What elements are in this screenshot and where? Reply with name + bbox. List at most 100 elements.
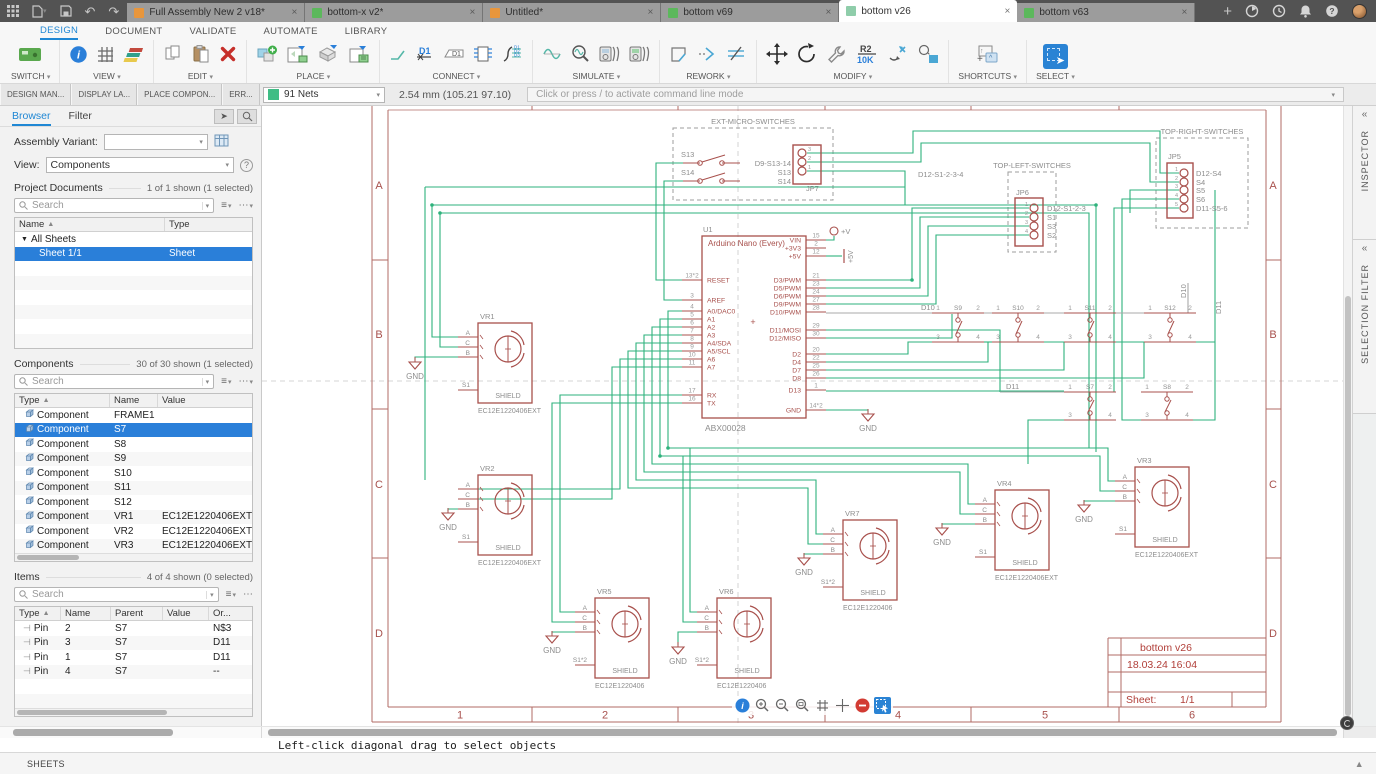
tab-design-manager[interactable]: DESIGN MAN... xyxy=(0,84,72,105)
project-documents-search[interactable]: Search▾ xyxy=(14,198,215,213)
tab-place-components[interactable]: PLACE COMPON... xyxy=(137,84,223,105)
place-menu-label[interactable]: PLACE ▾ xyxy=(296,71,331,81)
nav-coin-icon[interactable] xyxy=(1340,716,1354,730)
net-wire[interactable] xyxy=(663,180,683,301)
net-icon[interactable] xyxy=(389,45,407,68)
menu-validate[interactable]: VALIDATE xyxy=(189,25,237,37)
net-junction[interactable] xyxy=(430,203,434,207)
components-search[interactable]: Search▾ xyxy=(14,374,215,389)
select-tool-button[interactable]: ➤ xyxy=(1042,44,1068,69)
net-wire[interactable] xyxy=(627,350,823,545)
document-tab[interactable]: bottom v26× xyxy=(839,0,1018,22)
help-icon[interactable]: ? xyxy=(1325,4,1339,18)
paste-icon[interactable] xyxy=(191,44,211,69)
view-menu-label[interactable]: VIEW ▾ xyxy=(93,71,121,81)
net-label[interactable]: D11 xyxy=(1006,382,1019,391)
group-box[interactable]: TOP-RIGHT-SWITCHES xyxy=(1155,127,1249,229)
close-tab-icon[interactable]: × xyxy=(647,7,654,18)
sine-icon[interactable] xyxy=(542,45,562,68)
document-tab[interactable]: Untitled*× xyxy=(483,3,662,22)
notifications-icon[interactable] xyxy=(1299,4,1312,18)
net-wire[interactable] xyxy=(941,523,975,526)
net-wire[interactable] xyxy=(826,207,1029,281)
menu-document[interactable]: DOCUMENT xyxy=(105,25,163,37)
switch-menu-label[interactable]: SWITCH ▾ xyxy=(11,71,51,81)
net-wire[interactable] xyxy=(1083,500,1115,503)
net-label-icon[interactable]: D1 xyxy=(415,45,435,68)
command-line-input[interactable]: Click or press / to activate command lin… xyxy=(527,87,1344,102)
job-status-icon[interactable] xyxy=(1245,4,1259,18)
info-icon[interactable]: i xyxy=(734,697,751,714)
net-wire[interactable] xyxy=(1113,207,1179,392)
column-header-value[interactable]: Value xyxy=(163,607,209,620)
place-device-icon[interactable] xyxy=(317,44,339,69)
tab-browser[interactable]: Browser xyxy=(12,106,51,126)
gnd-symbol[interactable]: GND xyxy=(933,523,951,547)
probe-icon[interactable] xyxy=(570,44,590,69)
net-wire[interactable] xyxy=(1193,190,1216,421)
select-menu-label[interactable]: SELECT ▾ xyxy=(1036,71,1075,81)
delete-icon[interactable] xyxy=(219,45,237,68)
net-wire[interactable] xyxy=(807,142,1179,183)
add-tab-icon[interactable]: + xyxy=(1223,2,1232,20)
edit-menu-label[interactable]: EDIT ▾ xyxy=(187,71,213,81)
gnd-symbol[interactable]: GND xyxy=(1075,500,1093,524)
tab-errors[interactable]: ERR... xyxy=(222,84,260,105)
net-wire[interactable] xyxy=(826,342,1065,371)
net-wire[interactable] xyxy=(682,456,697,623)
close-tab-icon[interactable]: × xyxy=(291,7,298,18)
net-wire[interactable] xyxy=(551,402,682,623)
app-grid-icon[interactable] xyxy=(7,5,19,17)
net-wire[interactable] xyxy=(826,409,869,412)
net-label[interactable]: D10 xyxy=(1179,284,1188,298)
sheet-row[interactable]: ▼All Sheets xyxy=(21,233,76,245)
more-options-icon[interactable]: ⋯▾ xyxy=(238,376,253,387)
gnd-symbol[interactable]: GND xyxy=(669,642,687,666)
view-select[interactable]: Components▾ xyxy=(45,157,234,173)
switch-board-icon[interactable] xyxy=(17,44,44,69)
rotate-icon[interactable] xyxy=(796,43,818,70)
polygon-icon[interactable] xyxy=(669,45,689,69)
net-wire[interactable] xyxy=(635,342,823,535)
label-tag-icon[interactable]: D1 xyxy=(443,46,465,67)
net-wire[interactable] xyxy=(826,329,1001,392)
close-tab-icon[interactable]: × xyxy=(825,7,832,18)
rework-menu-label[interactable]: REWORK ▾ xyxy=(686,71,731,81)
modify-menu-label[interactable]: MODIFY ▾ xyxy=(833,71,873,81)
remove-icon[interactable] xyxy=(854,697,871,714)
net-wire[interactable] xyxy=(1121,198,1179,421)
net-wire[interactable] xyxy=(643,334,975,515)
list-options-icon[interactable]: ≡▾ xyxy=(225,589,236,600)
tree-expander-icon[interactable]: ▼ xyxy=(21,235,28,243)
net-label[interactable]: D10 xyxy=(921,303,935,312)
document-tab[interactable]: bottom v63× xyxy=(1017,3,1196,22)
menu-library[interactable]: LIBRARY xyxy=(344,25,388,37)
net-wire[interactable] xyxy=(458,358,682,490)
power-symbol[interactable]: +V xyxy=(829,226,850,236)
menu-automate[interactable]: AUTOMATE xyxy=(263,25,318,37)
history-icon[interactable] xyxy=(1272,4,1286,18)
net-wire[interactable] xyxy=(1027,419,1064,464)
panel-horizontal-scrollbar[interactable] xyxy=(0,727,262,738)
ic-U1[interactable]: Arduino Nano (Every)U1ABX00028+13*2RESET… xyxy=(682,225,826,433)
menu-design[interactable]: DESIGN xyxy=(40,22,79,40)
inspector-panel-tab[interactable]: « INSPECTOR xyxy=(1353,106,1376,240)
